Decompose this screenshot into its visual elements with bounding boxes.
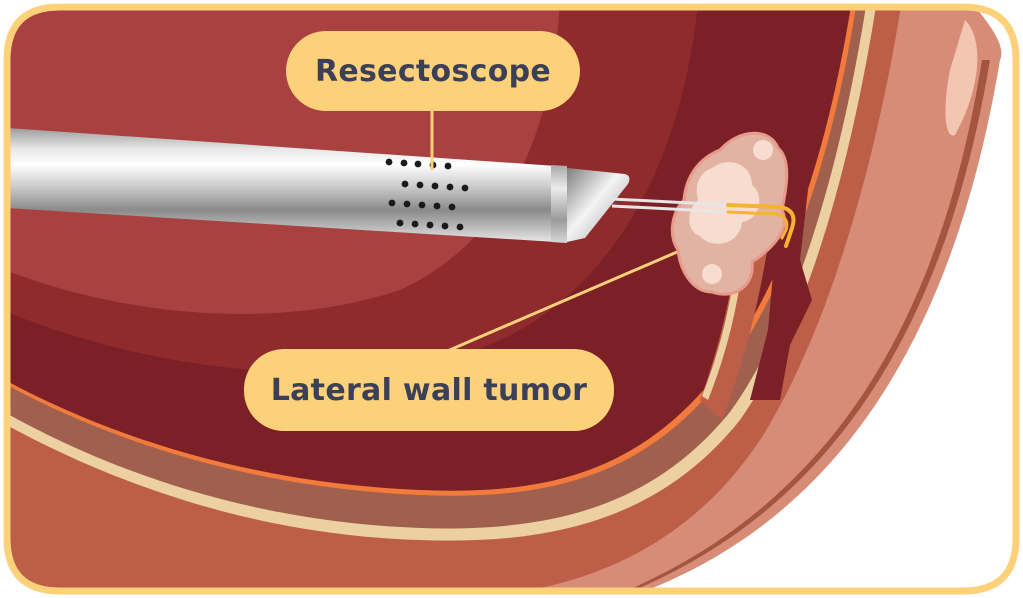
- outer-wall-highlight: [945, 20, 978, 136]
- tumor-nodule: [702, 264, 722, 284]
- wall-fold-fat: [702, 270, 742, 400]
- cutting-loop-electrode-inner: [726, 210, 789, 240]
- electrode-wire-upper: [611, 197, 731, 207]
- tumor-lobe: [689, 162, 760, 244]
- resection-cut: [750, 180, 812, 400]
- lateral-wall-tumor-label: Lateral wall tumor: [244, 349, 614, 431]
- electrode-wire-lower: [611, 204, 731, 214]
- resectoscope-collar: [551, 165, 567, 243]
- tumor: [670, 131, 789, 296]
- resectoscope: [7, 128, 796, 248]
- frame-border: [3, 3, 1020, 595]
- resectoscope-label: Resectoscope: [286, 31, 580, 111]
- tumor-leader-line: [444, 250, 678, 354]
- cutting-loop-electrode: [726, 203, 796, 248]
- tumor-nodule: [753, 140, 773, 160]
- resectoscope-beveled-tip: [567, 168, 630, 242]
- resectoscope-shaft: [7, 128, 556, 242]
